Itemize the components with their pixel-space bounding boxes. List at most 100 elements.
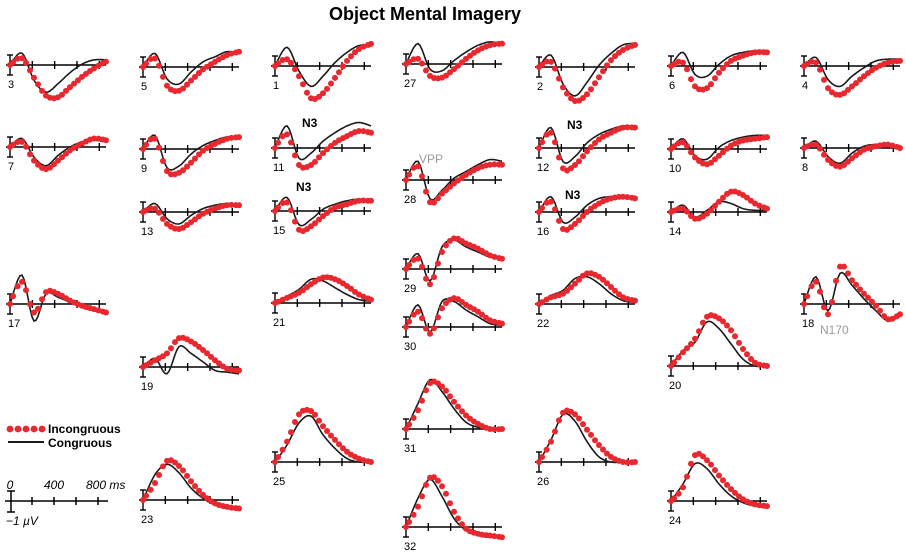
incongruous-point	[431, 274, 437, 281]
incongruous-point	[312, 411, 318, 418]
incongruous-point	[316, 417, 322, 424]
incongruous-point	[447, 393, 453, 400]
incongruous-point	[443, 187, 449, 194]
incongruous-point	[744, 351, 750, 358]
incongruous-point	[27, 67, 33, 74]
incongruous-point	[736, 339, 742, 346]
incongruous-point	[588, 144, 594, 151]
incongruous-point	[720, 477, 726, 484]
incongruous-point	[580, 95, 586, 101]
incongruous-point	[720, 318, 726, 325]
scale-label-800ms: 800 ms	[86, 478, 125, 492]
electrode-label: 10	[669, 163, 681, 175]
incongruous-point	[284, 438, 290, 445]
congruous-waveform	[405, 298, 503, 334]
erp-panel: 11	[271, 121, 374, 174]
incongruous-point	[75, 77, 81, 84]
incongruous-point	[443, 490, 449, 497]
incongruous-point	[410, 414, 417, 421]
incongruous-point	[419, 173, 425, 180]
incongruous-point	[35, 81, 41, 88]
incongruous-point	[443, 72, 449, 79]
incongruous-point	[431, 325, 437, 332]
incongruous-point	[756, 135, 763, 142]
incongruous-point	[675, 354, 682, 361]
erp-panel: 17	[6, 274, 109, 330]
electrode-label: 19	[141, 381, 153, 393]
incongruous-point	[95, 307, 102, 314]
incongruous-point	[708, 461, 714, 468]
incongruous-point	[423, 387, 429, 394]
incongruous-point	[152, 135, 158, 142]
incongruous-point	[580, 213, 586, 219]
incongruous-point	[491, 318, 498, 325]
incongruous-point	[700, 319, 706, 326]
incongruous-point	[415, 407, 421, 414]
incongruous-point	[312, 158, 318, 165]
incongruous-point	[548, 58, 554, 65]
incongruous-point	[10, 59, 17, 66]
incongruous-point	[324, 428, 330, 434]
incongruous-point	[556, 154, 562, 161]
incongruous-point	[813, 141, 819, 148]
incongruous-point	[576, 217, 582, 224]
incongruous-point	[324, 85, 330, 92]
incongruous-point	[596, 442, 602, 448]
incongruous-point	[712, 202, 718, 209]
incongruous-point	[491, 533, 498, 540]
incongruous-point	[841, 90, 847, 97]
incongruous-point	[91, 135, 97, 142]
electrode-label: 31	[404, 443, 416, 455]
congruous-waveform	[405, 158, 503, 201]
incongruous-point	[487, 426, 493, 432]
incongruous-point	[403, 524, 409, 530]
incongruous-point	[756, 361, 763, 368]
incongruous-point	[869, 298, 875, 305]
incongruous-point	[360, 293, 367, 300]
incongruous-point	[612, 287, 618, 294]
incongruous-point	[332, 436, 338, 443]
incongruous-point	[279, 446, 286, 453]
electrode-label: 17	[8, 318, 20, 330]
incongruous-point	[813, 278, 819, 285]
incongruous-point	[103, 309, 109, 316]
incongruous-point	[47, 164, 53, 171]
incongruous-point	[680, 349, 686, 356]
incongruous-point	[176, 463, 182, 469]
chart-title: Object Mental Imagery	[329, 4, 521, 24]
incongruous-point	[415, 55, 421, 62]
incongruous-point	[63, 150, 69, 157]
incongruous-point	[499, 255, 505, 262]
incongruous-point	[620, 47, 626, 53]
incongruous-point	[572, 411, 578, 418]
incongruous-point	[427, 281, 433, 288]
electrode-label: 22	[537, 318, 549, 330]
incongruous-point	[288, 59, 294, 66]
incongruous-point	[236, 134, 242, 141]
incongruous-point	[624, 124, 631, 131]
incongruous-point	[873, 302, 879, 309]
incongruous-point	[35, 305, 41, 312]
incongruous-point	[296, 411, 302, 418]
erp-panel: 19	[139, 334, 242, 393]
incongruous-point	[14, 139, 21, 145]
incongruous-point	[356, 46, 362, 52]
incongruous-point	[439, 483, 445, 490]
incongruous-point	[584, 91, 590, 98]
incongruous-point	[724, 481, 730, 488]
incongruous-point	[320, 423, 326, 430]
congruous-waveform	[538, 275, 636, 305]
incongruous-point	[808, 283, 815, 290]
electrode-label: 18	[802, 318, 814, 330]
incongruous-point	[328, 80, 334, 87]
incongruous-point	[419, 493, 425, 500]
erp-panel: 30	[402, 295, 505, 353]
electrode-label: 24	[669, 515, 681, 527]
electrode-label: 13	[141, 226, 153, 238]
incongruous-point	[459, 59, 465, 66]
incongruous-point	[764, 363, 770, 369]
incongruous-point	[889, 142, 896, 149]
incongruous-point	[712, 156, 718, 163]
incongruous-point	[580, 421, 586, 428]
